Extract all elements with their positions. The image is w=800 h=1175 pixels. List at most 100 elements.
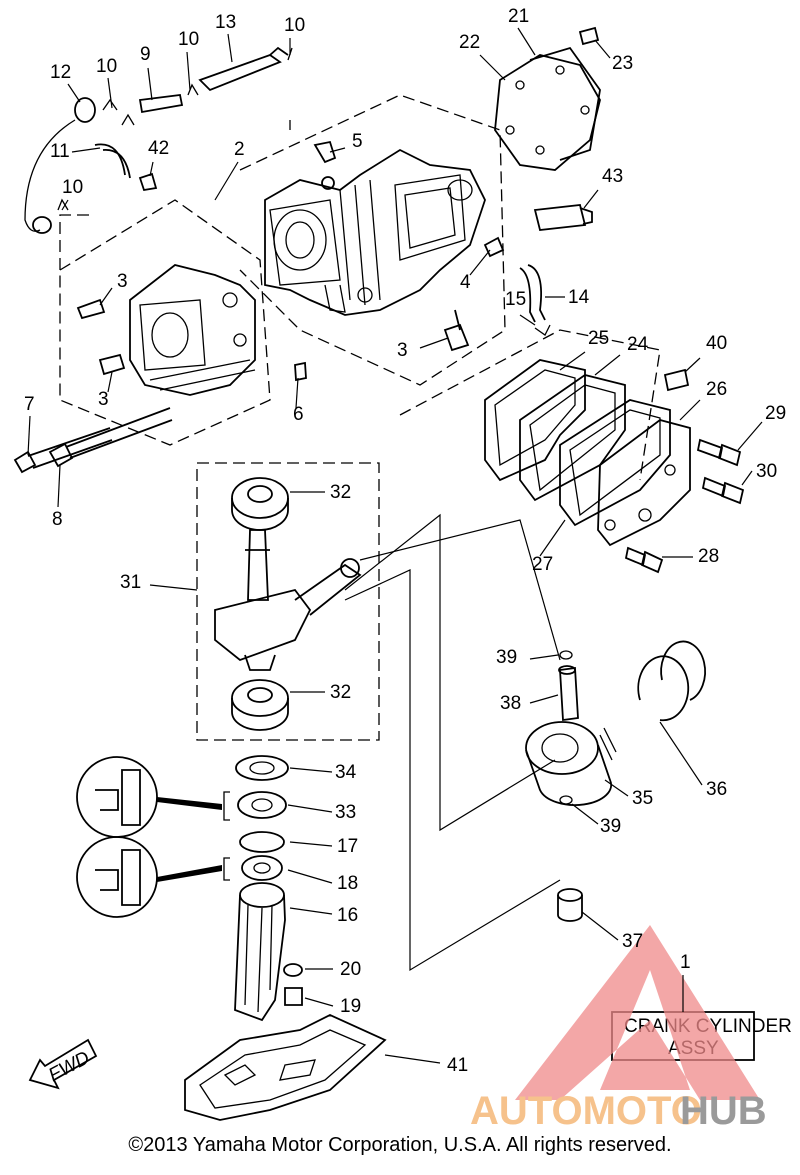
callout-number: 41 — [447, 1055, 468, 1076]
callout-leader-line — [289, 841, 333, 847]
callout-number: 10 — [96, 56, 117, 77]
piston-assembly — [525, 640, 706, 806]
callout-number: 20 — [340, 959, 361, 980]
callout-leader-line — [581, 911, 619, 941]
callout-number: 13 — [215, 12, 236, 33]
callout-number: 27 — [532, 554, 553, 575]
callout-leader-line — [227, 33, 233, 63]
callout-number: 8 — [52, 509, 63, 530]
callout-number: 42 — [148, 138, 169, 159]
callout-leader-line — [583, 189, 599, 209]
callout-number: 39 — [496, 647, 517, 668]
callout-leader-line — [147, 67, 153, 101]
callout-leader-line — [479, 54, 506, 81]
callout-number: 12 — [50, 62, 71, 83]
oil-seal-housing — [234, 882, 303, 1022]
callout-leader-line — [659, 721, 703, 786]
callout-number: 17 — [337, 836, 358, 857]
callout-leader-line — [57, 464, 61, 508]
callout-number: 31 — [120, 572, 141, 593]
callout-number: 16 — [337, 905, 358, 926]
callout-number: 10 — [178, 29, 199, 50]
callout-leader-line — [67, 83, 81, 103]
callout-leader-line — [594, 354, 621, 376]
crankcase-cylinder-block — [264, 148, 486, 316]
head-bolts — [624, 438, 745, 574]
watermark-automoto: AUTOMOTO — [470, 1089, 702, 1130]
callout-leader-line — [61, 199, 69, 211]
needle-bearing — [557, 888, 583, 922]
seals-and-oring — [235, 755, 289, 881]
callout-leader-line — [419, 337, 449, 349]
callout-number: 4 — [460, 272, 471, 293]
callout-leader-line — [469, 249, 491, 276]
spark-plug — [533, 204, 593, 231]
callout-leader-line — [186, 51, 191, 91]
callout-number: 21 — [508, 6, 529, 27]
callout-number: 33 — [335, 802, 356, 823]
callout-leader-line — [27, 415, 31, 456]
seal-detail-callouts — [76, 756, 230, 918]
callout-leader-line — [287, 804, 333, 813]
callout-leader-line — [289, 907, 333, 915]
callout-number: 19 — [340, 996, 361, 1017]
callout-number: 10 — [62, 177, 83, 198]
callout-leader-line — [149, 584, 198, 591]
leader-frames — [344, 513, 561, 972]
callout-leader-line — [594, 39, 611, 59]
callout-leader-line — [287, 869, 333, 884]
callout-number: 29 — [765, 403, 786, 424]
callout-leader-line — [529, 654, 559, 660]
callout-leader-line — [571, 803, 599, 825]
callout-leader-line — [99, 287, 113, 306]
callout-number: 37 — [622, 931, 643, 952]
callout-number: 9 — [140, 44, 151, 65]
callout-leader-line — [107, 77, 113, 109]
callout-leader-line — [737, 421, 763, 451]
callout-number: 2 — [234, 139, 245, 160]
callout-number: 18 — [337, 873, 358, 894]
bolts-7-8 — [13, 407, 173, 474]
callout-number: 3 — [117, 271, 128, 292]
callout-number: 22 — [459, 32, 480, 53]
callout-leader-line — [384, 1054, 441, 1064]
callout-leader-line — [107, 371, 113, 393]
callout-number: 5 — [352, 131, 363, 152]
callout-leader-line — [295, 377, 299, 409]
callout-number: 35 — [632, 788, 653, 809]
callout-number: 23 — [612, 53, 633, 74]
callout-number: 32 — [330, 682, 351, 703]
callout-leader-line — [214, 161, 239, 201]
callout-number: 34 — [335, 762, 357, 783]
callout-leader-line — [529, 694, 559, 704]
callout-leader-line — [149, 161, 154, 177]
callout-leader-line — [519, 314, 536, 326]
callout-number: 39 — [600, 816, 621, 837]
callout-number: 14 — [568, 287, 590, 308]
exploded-parts-diagram: FWD CRANK CYLINDER ASSY AUTOMOTO HUB 12 — [13, 6, 792, 1130]
base-gasket — [184, 1014, 387, 1121]
exhaust-cover-and-gasket — [494, 26, 601, 171]
callout-number: 3 — [397, 340, 408, 361]
callout-leader-line — [679, 399, 701, 421]
callout-number: 25 — [588, 328, 609, 349]
fwd-label: FWD — [45, 1047, 93, 1086]
callout-leader-line — [604, 779, 629, 797]
callout-leader-line — [559, 351, 586, 371]
callout-number: 1 — [680, 952, 691, 973]
hoses-and-fittings — [24, 46, 337, 382]
callout-number: 15 — [505, 289, 526, 310]
callout-number: 38 — [500, 693, 521, 714]
callout-number: 6 — [293, 404, 304, 425]
crankshaft-assembly — [214, 477, 362, 731]
lower-crankcase — [129, 264, 256, 396]
callout-leader-line — [289, 767, 333, 773]
callout-leader-line — [741, 470, 753, 486]
callout-number: 43 — [602, 166, 623, 187]
callout-leader-line — [684, 357, 701, 373]
callout-number: 7 — [24, 394, 35, 415]
callout-number: 32 — [330, 482, 351, 503]
watermark-hub: HUB — [680, 1089, 767, 1130]
forward-direction-arrow: FWD — [28, 1038, 98, 1090]
